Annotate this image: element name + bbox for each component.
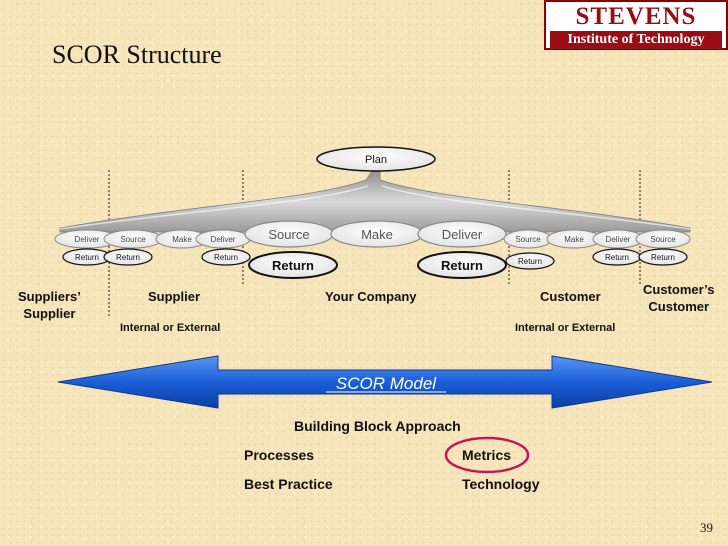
return-label: Return [116, 253, 140, 262]
process-label: Deliver [211, 235, 236, 244]
process-label: Source [120, 235, 146, 244]
return-label: Return [272, 258, 314, 273]
process-oval [635, 229, 691, 249]
logo-subtitle: Institute of Technology [550, 31, 722, 49]
customers-customer-line: Customer’s [643, 282, 715, 297]
company-chain: Source Make Deliver Return Return [244, 220, 507, 279]
building-block-label: Building Block Approach [294, 418, 461, 434]
process-label: Source [650, 235, 676, 244]
metrics-label: Metrics [462, 447, 512, 463]
return-oval [103, 248, 153, 266]
processes-label: Processes [244, 447, 315, 463]
return-label: Return [651, 253, 675, 262]
process-label: Deliver [606, 235, 631, 244]
plan-fan [59, 170, 691, 233]
customer-scope-label: Internal or External [515, 322, 616, 334]
suppliers-supplier-line: Supplier [23, 306, 76, 321]
best-practice-label: Best Practice [244, 476, 333, 492]
supplier-chain: Deliver Source Make Deliver Return Retur… [54, 229, 251, 266]
process-label: Make [172, 235, 192, 244]
supplier-scope-label: Internal or External [120, 322, 221, 334]
customer-label: Customer [540, 289, 601, 304]
process-label: Make [564, 235, 584, 244]
scor-model-label: SCOR Model [336, 374, 437, 393]
supplier-label: Supplier [148, 289, 201, 304]
return-oval [638, 248, 688, 266]
return-oval [505, 252, 555, 270]
process-label: Source [268, 227, 309, 242]
customers-customer-label: Customer’s Customer [643, 281, 715, 315]
return-label: Return [605, 253, 629, 262]
return-label: Return [214, 253, 238, 262]
technology-label: Technology [462, 476, 540, 492]
your-company-label: Your Company [325, 289, 417, 304]
page-number: 39 [700, 520, 713, 535]
stevens-logo: STEVENS Institute of Technology [544, 0, 728, 50]
customers-customer-line: Customer [648, 299, 710, 314]
plan-label: Plan [365, 154, 387, 166]
metrics-highlight-circle [444, 436, 530, 474]
return-label: Return [441, 258, 483, 273]
process-oval [417, 220, 507, 248]
process-label: Source [515, 235, 541, 244]
suppliers-supplier-line: Suppliers’ [18, 289, 81, 304]
process-label: Make [361, 227, 393, 242]
process-label: Deliver [442, 227, 483, 242]
return-oval [248, 251, 338, 279]
scor-model-arrow [57, 355, 713, 409]
return-oval [417, 251, 507, 279]
return-label: Return [75, 253, 99, 262]
process-label: Deliver [75, 235, 100, 244]
return-label: Return [518, 257, 542, 266]
plan-oval [316, 146, 436, 172]
logo-name: STEVENS [575, 3, 697, 30]
suppliers-supplier-label: Suppliers’ Supplier [18, 288, 81, 322]
customer-chain: Source Make Deliver Source Return Return… [503, 229, 691, 270]
return-oval [201, 248, 251, 266]
slide-title: SCOR Structure [52, 40, 222, 69]
